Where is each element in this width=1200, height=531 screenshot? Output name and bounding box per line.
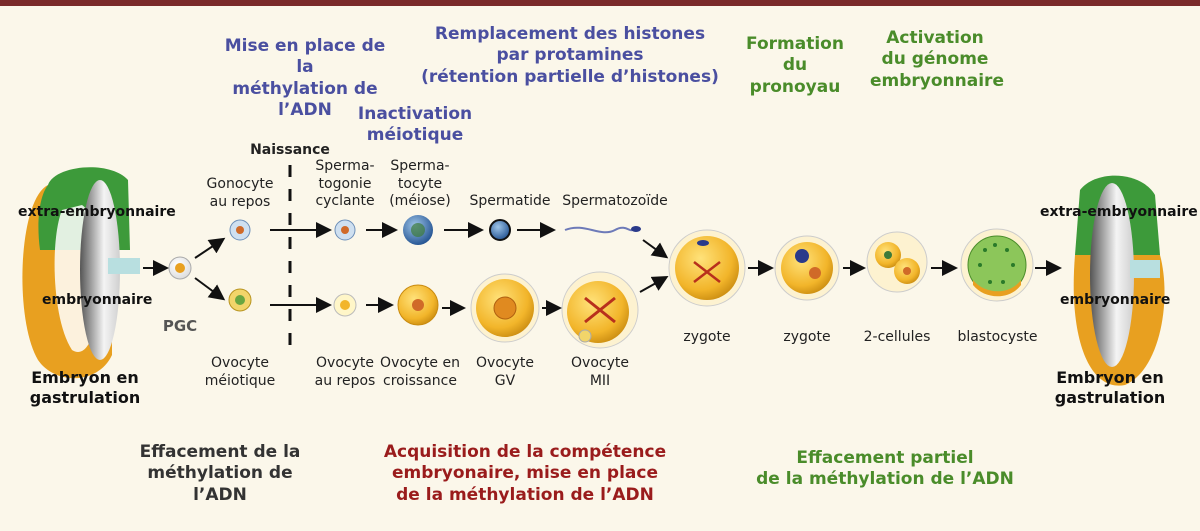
naissance-label: Naissance — [250, 142, 330, 158]
gonocyte-label: Gonocyte au repos — [206, 176, 274, 210]
footer-acquisition: Acquisition de la compétence embryonaire… — [383, 442, 667, 505]
header-remplacement: Remplacement des histones par protamines… — [421, 24, 719, 87]
spermatocyte-label: Sperma- tocyte (méiose) — [389, 158, 451, 209]
footer-effacement: Effacement de la méthylation de l’ADN — [139, 442, 301, 505]
spermatide-label: Spermatide — [469, 193, 551, 209]
header-activation-genome: Activation du génome embryonnaire — [870, 28, 1004, 91]
ovocyte-repos-label: Ovocyte au repos — [314, 355, 376, 389]
left-embryo — [22, 167, 140, 379]
zygote-label-1: zygote — [683, 329, 731, 345]
blastocyste-label: blastocyste — [957, 329, 1038, 345]
header-formation-pronoyau: Formation du pronoyau — [746, 34, 844, 97]
deux-cellules-label: 2-cellules — [863, 329, 931, 345]
ovocyte-croissance-label: Ovocyte en croissance — [380, 355, 460, 389]
right-embryonnaire-label: embryonnaire — [1060, 292, 1171, 308]
ovocyte-gv-label: Ovocyte GV — [476, 355, 534, 389]
left-embryon-caption: Embryon en gastrulation — [29, 368, 141, 407]
ovocyte-meiotique-label: Ovocyte méiotique — [204, 355, 276, 389]
right-embryon-caption: Embryon en gastrulation — [1054, 368, 1166, 407]
left-extra-embryonnaire-label: extra-embryonnaire — [18, 204, 176, 220]
header-inactivation: Inactivation méiotique — [357, 104, 473, 146]
zygote-label-2: zygote — [783, 329, 831, 345]
spermatozoide-label: Spermatozoïde — [562, 193, 668, 209]
ovocyte-mii-label: Ovocyte MII — [571, 355, 629, 389]
pgc-label: PGC — [162, 317, 198, 335]
left-embryonnaire-label: embryonnaire — [42, 292, 153, 308]
spermatogonie-label: Sperma- togonie cyclante — [315, 158, 375, 209]
right-embryo — [1073, 175, 1165, 386]
top-border — [0, 0, 1200, 6]
right-extra-embryonnaire-label: extra-embryonnaire — [1040, 204, 1198, 220]
header-mise-en-place: Mise en place de la méthylation de l’ADN — [224, 36, 386, 120]
footer-effacement-partiel: Effacement partiel de la méthylation de … — [756, 448, 1014, 490]
